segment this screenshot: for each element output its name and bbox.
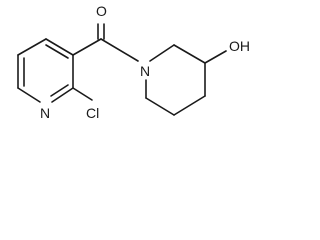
atom-nitrogen-pyridine: N bbox=[39, 105, 52, 121]
bond-ring-c5-c6 bbox=[45, 38, 74, 56]
bond-ring-c2-n bbox=[51, 87, 74, 103]
atom-chlorine: Cl bbox=[85, 105, 101, 121]
molecule-structure bbox=[17, 23, 227, 116]
atom-hydroxyl: OH bbox=[228, 38, 251, 54]
bond-carbonyl-n bbox=[100, 38, 139, 62]
bond-c2-cl bbox=[72, 87, 93, 101]
bond-pip-c5-c6 bbox=[145, 97, 175, 116]
bond-ring-n-c1 bbox=[17, 87, 41, 103]
atom-oxygen-carbonyl: O bbox=[95, 3, 108, 19]
bond-ring-c4-c5 bbox=[17, 38, 47, 56]
bond-ring-inner-bottom bbox=[50, 84, 69, 97]
bond-pip-c2-c3 bbox=[173, 44, 206, 64]
bond-pip-n-c2 bbox=[149, 44, 175, 62]
bond-c3-oh bbox=[204, 50, 227, 64]
atom-nitrogen-piperidine: N bbox=[139, 63, 152, 79]
bond-ring-inner-top bbox=[45, 44, 69, 59]
bond-pip-c4-c5 bbox=[173, 95, 206, 116]
bond-ring-carbonyl bbox=[72, 38, 102, 56]
